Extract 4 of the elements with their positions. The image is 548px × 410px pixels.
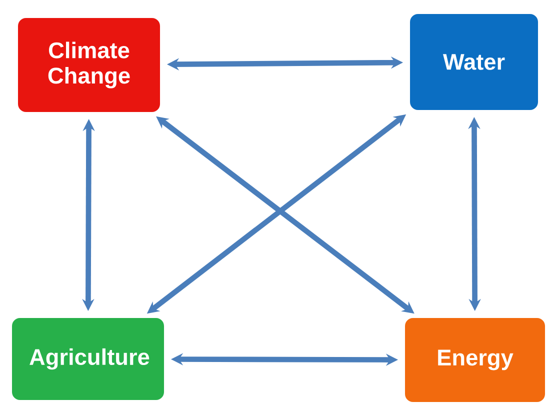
- process-box: Climate Change: [18, 18, 160, 112]
- process-box: Energy: [405, 318, 545, 402]
- process-box: Water: [410, 14, 538, 110]
- process-box: Agriculture: [12, 318, 164, 400]
